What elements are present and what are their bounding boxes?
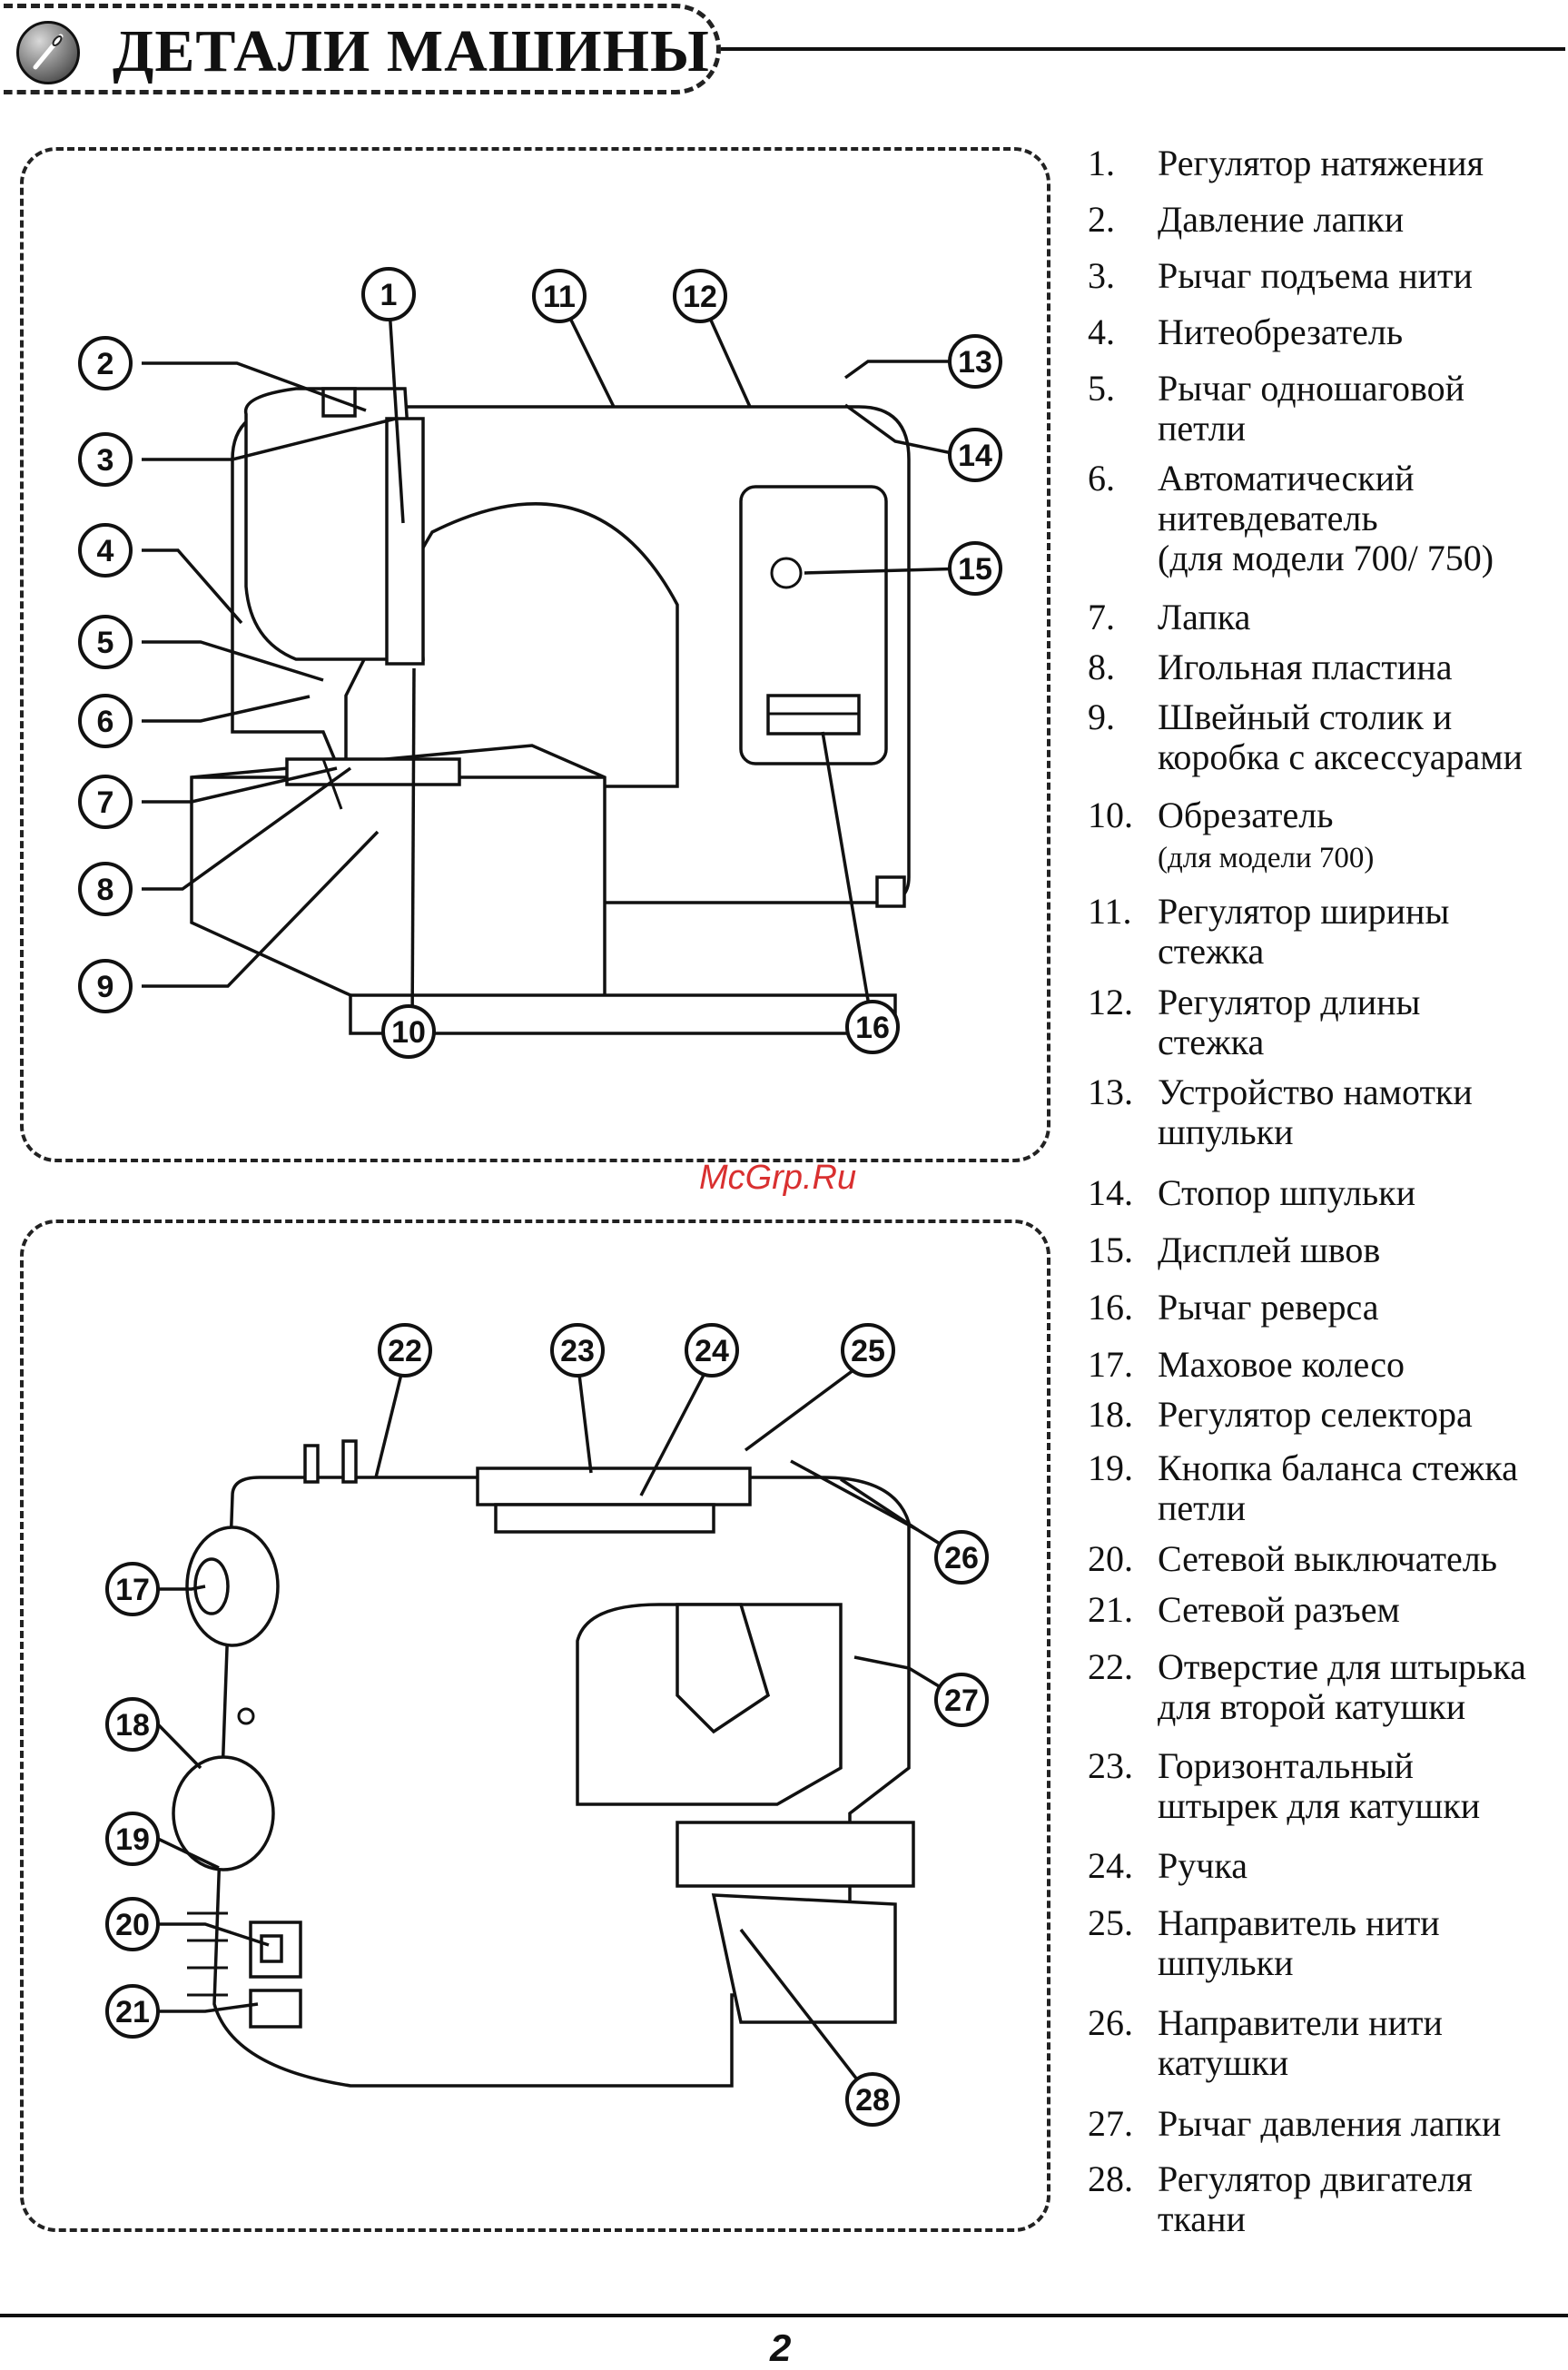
callout-11: 11: [532, 269, 587, 323]
callout-1: 1: [361, 267, 416, 321]
svg-text:18: 18: [115, 1708, 150, 1743]
callout-20: 20: [105, 1897, 160, 1951]
svg-text:2: 2: [97, 347, 114, 381]
callout-14: 14: [948, 428, 1002, 482]
callout-12: 12: [673, 269, 727, 323]
svg-text:26: 26: [944, 1541, 979, 1575]
callout-16: 16: [845, 1000, 900, 1054]
svg-text:27: 27: [944, 1684, 979, 1718]
callout-25: 25: [841, 1323, 895, 1378]
callout-19: 19: [105, 1812, 160, 1866]
callout-21: 21: [105, 1984, 160, 2039]
svg-text:1: 1: [380, 278, 398, 312]
callout-23: 23: [550, 1323, 605, 1378]
svg-text:4: 4: [97, 534, 114, 568]
svg-text:25: 25: [851, 1334, 885, 1368]
callout-18: 18: [105, 1697, 160, 1752]
callout-2: 2: [78, 336, 133, 390]
machine-front-drawing: [190, 387, 911, 1035]
callout-24: 24: [685, 1323, 739, 1378]
callout-10: 10: [381, 1004, 436, 1059]
svg-text:11: 11: [543, 280, 576, 314]
header-rule: [721, 47, 1565, 51]
diagram-front-view: 1 2 3 4 5 6 7 8 9 10 11 12 13 14 15 16: [20, 147, 1050, 1162]
diagram-back-view: 17 18 19 20 21 22 23 24 25 26 27 28: [20, 1220, 1050, 2232]
svg-text:23: 23: [560, 1334, 595, 1368]
callout-9: 9: [78, 959, 133, 1013]
svg-text:10: 10: [391, 1015, 426, 1050]
svg-text:22: 22: [388, 1334, 422, 1368]
svg-text:17: 17: [115, 1573, 150, 1607]
svg-text:15: 15: [958, 552, 992, 587]
svg-text:8: 8: [97, 873, 114, 907]
svg-text:12: 12: [683, 280, 717, 314]
svg-text:28: 28: [855, 2083, 890, 2118]
callout-5: 5: [78, 615, 133, 669]
callout-26: 26: [934, 1530, 989, 1585]
svg-text:7: 7: [97, 785, 114, 820]
svg-text:24: 24: [695, 1334, 729, 1368]
footer-rule: [0, 2314, 1568, 2317]
callout-7: 7: [78, 775, 133, 829]
page-title: ДЕТАЛИ МАШИНЫ: [113, 18, 710, 84]
watermark: McGrp.Ru: [699, 1159, 857, 1197]
svg-text:13: 13: [958, 345, 992, 380]
svg-text:19: 19: [115, 1822, 150, 1857]
page-number: 2: [770, 2326, 792, 2369]
callout-22: 22: [378, 1323, 432, 1378]
callout-28: 28: [845, 2072, 900, 2127]
sewing-needle-icon: [16, 21, 80, 84]
callout-15: 15: [948, 541, 1002, 596]
svg-text:5: 5: [97, 626, 114, 660]
callout-8: 8: [78, 862, 133, 916]
callout-3: 3: [78, 432, 133, 487]
svg-text:6: 6: [97, 705, 114, 739]
svg-text:20: 20: [115, 1908, 150, 1942]
svg-text:16: 16: [855, 1011, 890, 1045]
callout-6: 6: [78, 694, 133, 748]
machine-back-drawing: [172, 1439, 915, 2088]
callout-4: 4: [78, 523, 133, 578]
front-leader-lines: [142, 293, 969, 1032]
callout-17: 17: [105, 1562, 160, 1616]
callout-13: 13: [948, 334, 1002, 389]
svg-text:9: 9: [97, 970, 114, 1004]
section-header: ДЕТАЛИ МАШИНЫ: [4, 4, 721, 94]
svg-text:3: 3: [97, 443, 114, 478]
svg-text:14: 14: [958, 439, 992, 473]
callout-27: 27: [934, 1673, 989, 1727]
svg-text:21: 21: [115, 1995, 150, 2029]
